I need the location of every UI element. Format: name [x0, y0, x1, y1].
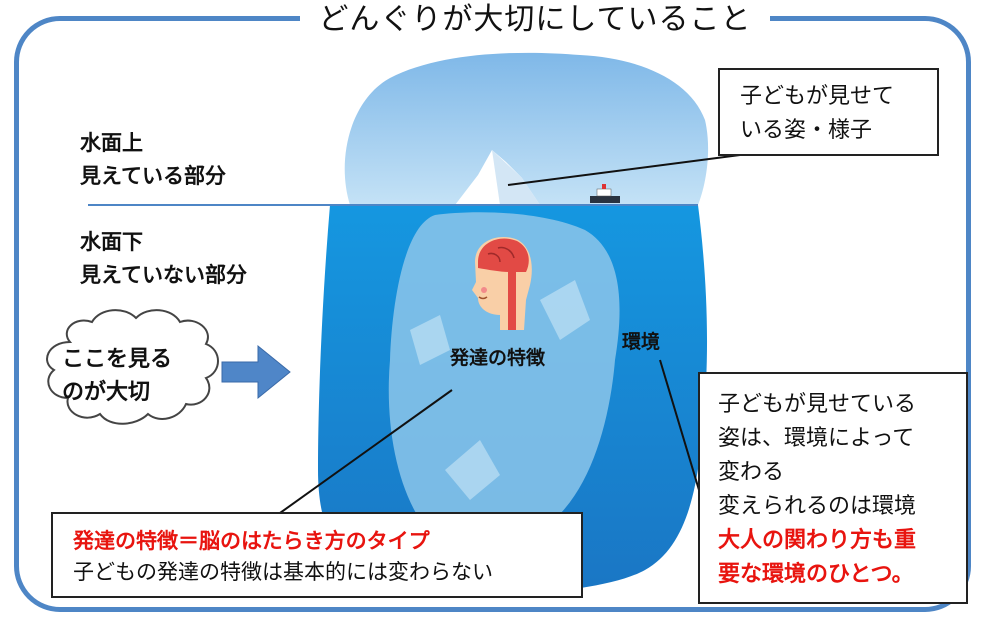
env-line2: 姿は、環境によって	[718, 426, 915, 451]
env-line4: 変えられるのは環境	[718, 494, 917, 519]
visible-line2: いる姿・様子	[740, 118, 873, 143]
cloud-text: ここを見る のが大切	[62, 343, 172, 409]
environment-label: 環境	[622, 331, 661, 353]
development-label: 発達の特徴	[450, 347, 546, 369]
cloud-shape	[46, 309, 219, 425]
development-callout-box: 発達の特徴＝脳のはたらき方のタイプ 子どもの発達の特徴は基本的には変わらない	[51, 512, 583, 598]
above-water-title: 水面上	[80, 131, 143, 155]
ship-icon	[590, 184, 620, 203]
sky-area	[344, 52, 709, 205]
dev-text: 子どもの発達の特徴は基本的には変わらない	[73, 560, 493, 584]
below-water-desc: 見えていない部分	[80, 263, 247, 287]
page-title: どんぐりが大切にしていること	[300, 0, 770, 40]
above-water-desc: 見えている部分	[80, 164, 226, 188]
visible-line1: 子どもが見せて	[740, 84, 895, 109]
above-water-label: 水面上 見えている部分	[80, 127, 226, 193]
env-highlight1: 大人の関わり方も重	[718, 528, 917, 553]
callout-line-development	[279, 389, 453, 514]
cloud-line1: ここを見る	[62, 347, 173, 372]
below-water-label: 水面下 見えていない部分	[80, 226, 247, 292]
env-highlight2: 要な環境のひとつ。	[718, 562, 914, 587]
cloud-line2: のが大切	[62, 380, 151, 405]
callout-line-visible	[507, 154, 741, 186]
dev-highlight: 発達の特徴＝脳のはたらき方のタイプ	[73, 529, 430, 553]
below-water-title: 水面下	[80, 230, 143, 254]
callout-line-environment	[659, 359, 706, 511]
arrow-right-icon	[221, 344, 291, 400]
environment-callout-box: 子どもが見せている 姿は、環境によって 変わる 変えられるのは環境 大人の関わり…	[698, 372, 968, 604]
brain-head-icon	[472, 236, 532, 330]
env-line1: 子どもが見せている	[718, 392, 917, 417]
visible-callout-box: 子どもが見せて いる姿・様子	[718, 68, 939, 156]
env-line3: 変わる	[718, 460, 785, 485]
